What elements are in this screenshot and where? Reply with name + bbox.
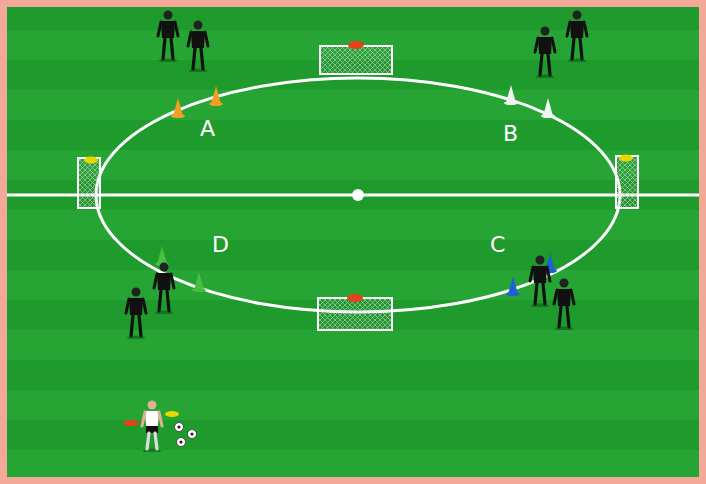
gate-label: A — [200, 118, 215, 140]
gate-label: B — [503, 123, 518, 145]
gate-label: D — [212, 234, 229, 256]
gate-label: C — [490, 234, 505, 256]
